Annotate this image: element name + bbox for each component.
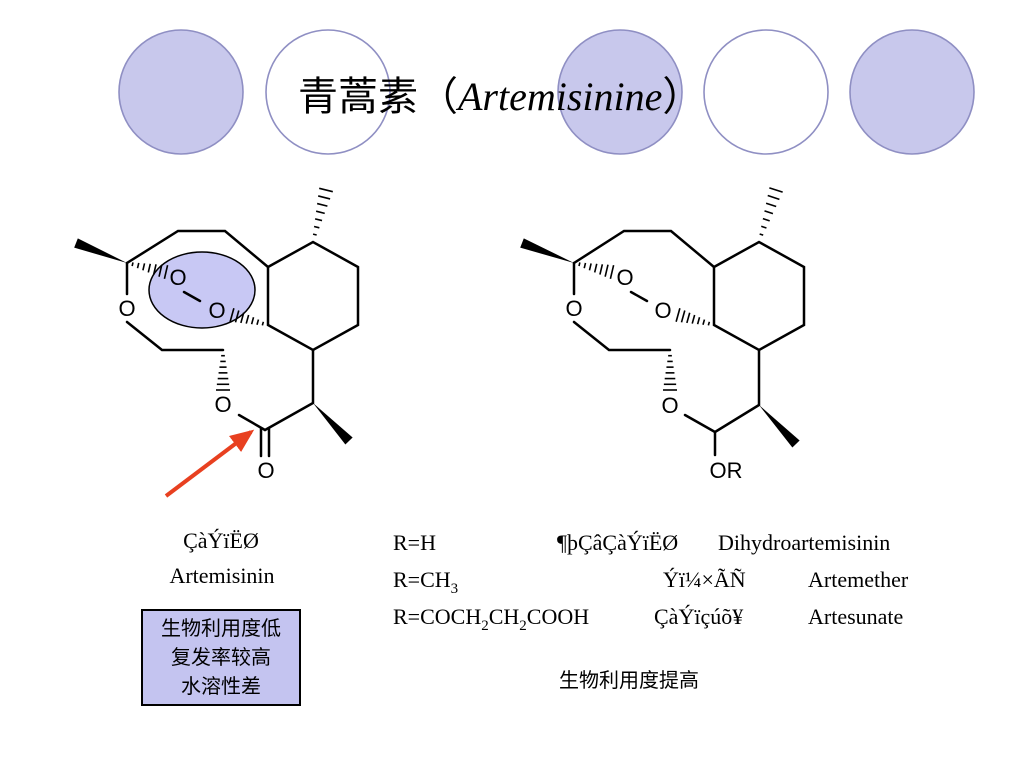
wedge-bond	[74, 238, 127, 263]
decor-circle	[118, 29, 244, 155]
atom-o-ring: O	[565, 296, 582, 321]
hash-bond	[229, 308, 265, 326]
r-group-h: R=H	[393, 530, 436, 555]
title-close: ）	[662, 74, 702, 120]
wedge-bond	[520, 238, 574, 263]
artemisinin-caption-encoded: ÇàÝïËØ	[183, 528, 259, 553]
atom-or-group: OR	[710, 458, 743, 483]
derivative-encoded-name: ¶þÇâÇàÝïËØ	[557, 530, 678, 555]
hash-bond	[663, 354, 677, 391]
drawback-line: 生物利用度低	[161, 616, 281, 640]
bioavailability-conclusion: 生物利用度提高	[559, 668, 699, 692]
atom-o2: O	[654, 298, 671, 323]
slide-title: 青蒿素（Artemisinine）	[298, 74, 702, 120]
r-group-succinate: R=COCH2CH2COOH	[393, 604, 589, 634]
atom-o1: O	[169, 265, 186, 290]
decor-circle	[849, 29, 975, 155]
title-chinese: 青蒿素（	[298, 74, 458, 120]
atom-o2: O	[208, 298, 225, 323]
artemisinin-bonds	[125, 229, 360, 458]
hash-bond	[216, 354, 230, 391]
atom-o1: O	[616, 265, 633, 290]
derivative-name: Dihydroartemisinin	[718, 530, 890, 555]
title-latin: Artemisinine	[455, 74, 662, 119]
atom-o-carbonyl: O	[257, 458, 274, 483]
artemisinin-structure: O O O O O	[74, 187, 360, 483]
decorative-circles	[118, 29, 975, 155]
hash-bond	[759, 187, 783, 236]
artemisinin-wedges	[74, 187, 353, 445]
r-group-ch3: R=CH3	[393, 567, 458, 597]
wedge-bond	[759, 405, 800, 448]
drawback-box: 生物利用度低 复发率较高 水溶性差	[141, 609, 301, 706]
derivative-name: Artemether	[808, 567, 909, 592]
atom-o-lactone: O	[214, 392, 231, 417]
drawback-line: 水溶性差	[181, 674, 261, 698]
decor-circle	[557, 29, 683, 155]
red-arrow-icon	[164, 429, 255, 498]
atom-o-ring: O	[118, 296, 135, 321]
hash-bond	[312, 187, 333, 236]
derivative-table: R=H R=CH3 R=COCH2CH2COOH ¶þÇâÇàÝïËØ Ýï¼×…	[393, 530, 909, 634]
decor-circle	[703, 29, 829, 155]
drawback-line: 复发率较高	[171, 645, 271, 669]
hash-bond	[675, 308, 711, 326]
wedge-bond	[313, 403, 353, 445]
derivative-encoded-name: ÇàÝïçúõ¥	[654, 604, 743, 629]
hash-bond	[131, 262, 169, 280]
peroxide-highlight	[148, 251, 256, 329]
decor-circle	[265, 29, 391, 155]
derivative-bonds	[572, 229, 806, 457]
derivative-name: Artesunate	[808, 604, 903, 629]
artemisinin-caption-english: Artemisinin	[169, 563, 274, 588]
atom-o-lactol: O	[661, 393, 678, 418]
hash-bond	[578, 262, 615, 279]
derivative-wedges	[520, 187, 800, 448]
derivative-encoded-name: Ýï¼×ÃÑ	[663, 567, 746, 592]
derivative-structure: O O O O OR	[520, 187, 806, 483]
